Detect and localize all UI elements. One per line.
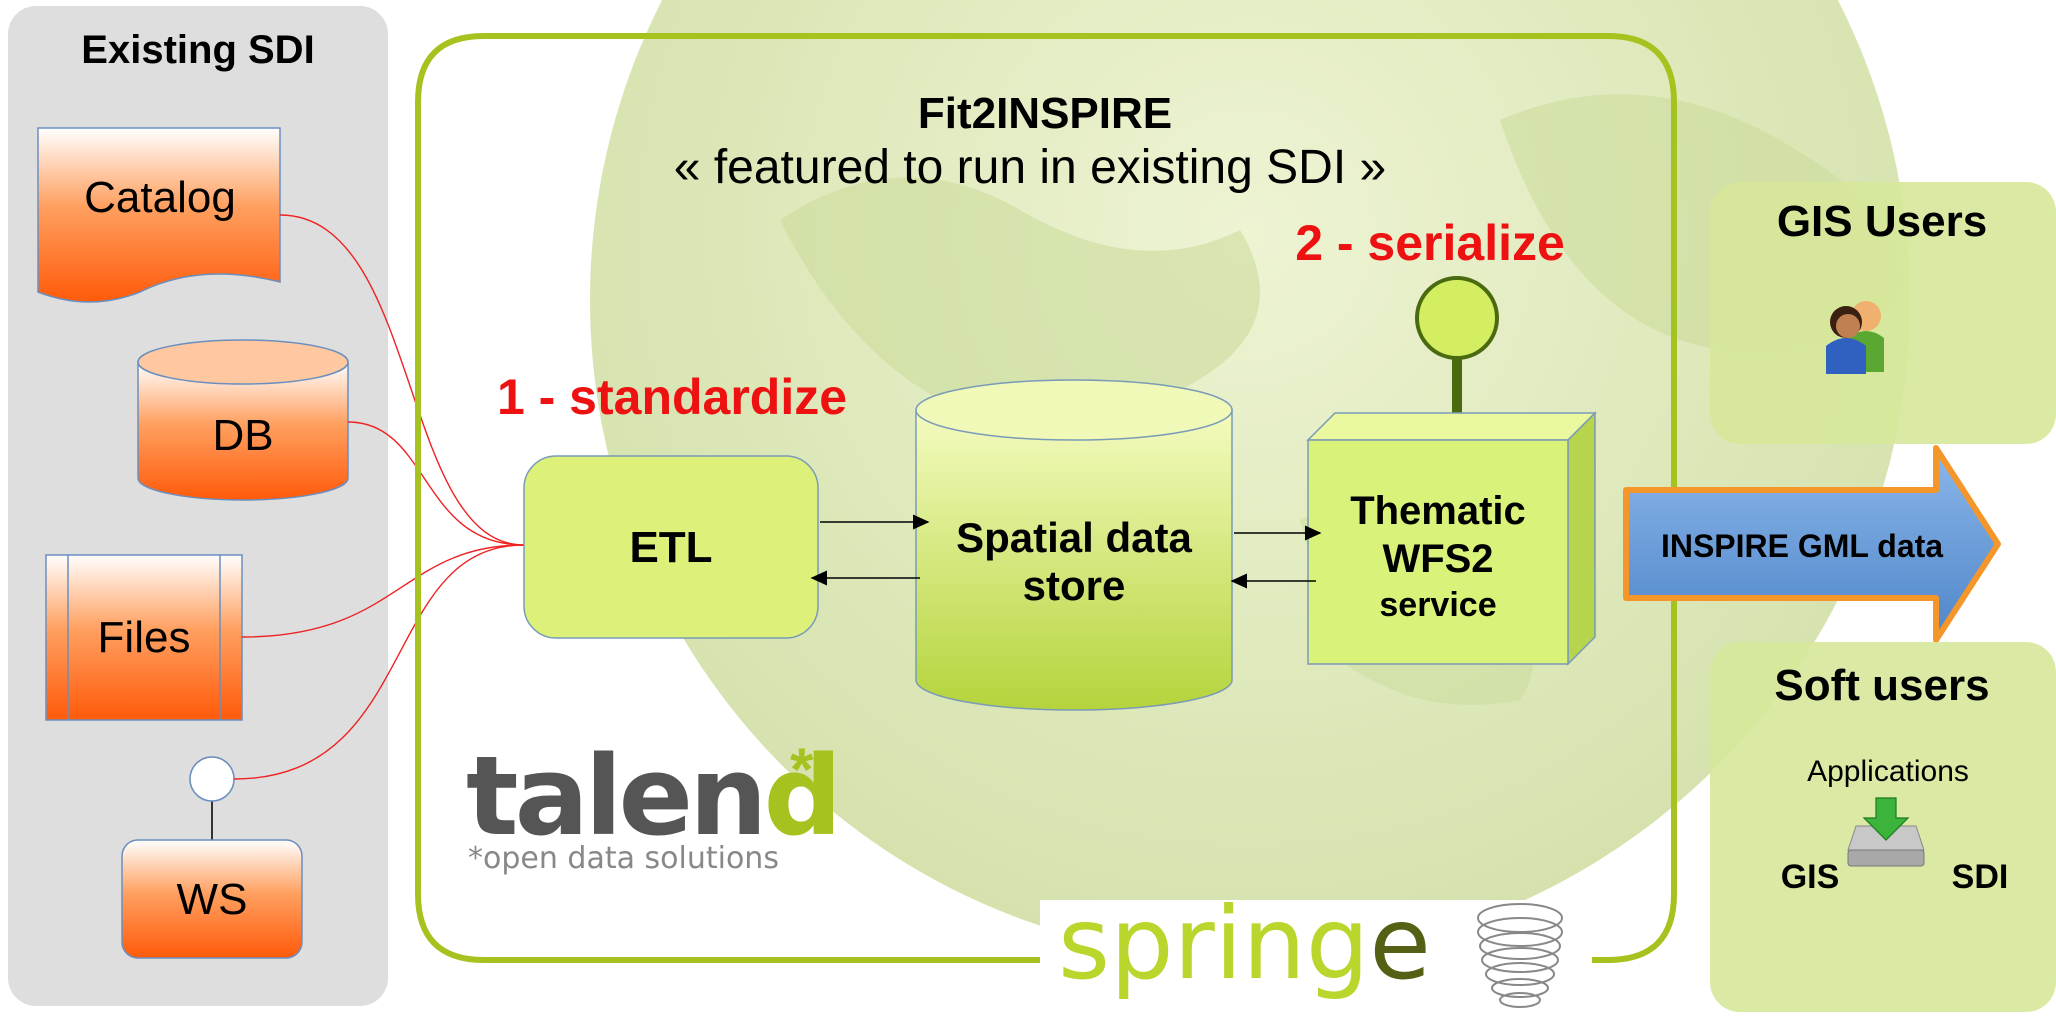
- etl-process[interactable]: ETL: [523, 455, 819, 639]
- fit2inspire-subtitle: « featured to run in existing SDI »: [674, 141, 1386, 194]
- etl-label: ETL: [629, 523, 712, 572]
- step-standardize-label: 1 - standardize: [497, 369, 847, 425]
- springeo-logo: springe: [1040, 885, 1592, 1017]
- ws-source[interactable]: WS: [121, 756, 303, 959]
- fit2inspire-title: Fit2INSPIRE: [918, 89, 1172, 138]
- inspire-gml-label: INSPIRE GML data: [1661, 528, 1943, 564]
- springeo-wordmark: spring: [1058, 885, 1369, 1002]
- applications-label: Applications: [1807, 755, 1969, 788]
- files-label: Files: [98, 613, 191, 662]
- gis-users-title: GIS Users: [1777, 197, 1987, 246]
- talend-logo: talend * *open data solutions: [466, 732, 842, 876]
- wfs-label-line1: Thematic: [1350, 489, 1526, 533]
- talend-wordmark: talen: [466, 732, 763, 860]
- download-drive-icon: [1847, 797, 1925, 867]
- existing-sdi-title: Existing SDI: [81, 28, 314, 72]
- wfs2-service[interactable]: Thematic WFS2 service: [1306, 276, 1597, 666]
- gis-app-label: GIS: [1781, 858, 1840, 896]
- fit2inspire-frame: [415, 33, 1677, 963]
- talend-tagline: *open data solutions: [468, 841, 779, 876]
- catalog-source[interactable]: Catalog: [37, 127, 281, 303]
- gis-users-panel: [1710, 182, 2056, 444]
- catalog-label: Catalog: [84, 173, 236, 222]
- wfs-label-line2: WFS2: [1382, 537, 1493, 581]
- svg-text:talend: talend: [466, 732, 838, 860]
- talend-star: *: [790, 736, 814, 803]
- db-label: DB: [212, 411, 273, 460]
- talend-wordmark-d: d: [763, 732, 838, 860]
- wfs-interface-icon: [1415, 276, 1499, 360]
- step-serialize-label: 2 - serialize: [1295, 215, 1565, 271]
- files-source[interactable]: Files: [45, 554, 243, 721]
- springeo-wordmark-e: e: [1369, 885, 1431, 1002]
- springeo-coil-icon: [1477, 903, 1563, 1008]
- soft-users-title: Soft users: [1774, 661, 1989, 710]
- sdi-app-label: SDI: [1952, 858, 2009, 896]
- spatial-data-store[interactable]: Spatial data store: [915, 379, 1233, 711]
- store-label-line2: store: [1023, 562, 1126, 609]
- db-source[interactable]: DB: [137, 339, 349, 501]
- ws-interface-icon: [189, 756, 235, 802]
- users-icon: [1826, 301, 1884, 374]
- ws-label: WS: [177, 875, 248, 924]
- store-label-line1: Spatial data: [956, 514, 1192, 561]
- wfs-label-line3: service: [1379, 586, 1496, 624]
- svg-text:springe: springe: [1058, 885, 1431, 1002]
- inspire-gml-arrow: INSPIRE GML data: [1623, 445, 2001, 643]
- source-connectors: [233, 214, 525, 780]
